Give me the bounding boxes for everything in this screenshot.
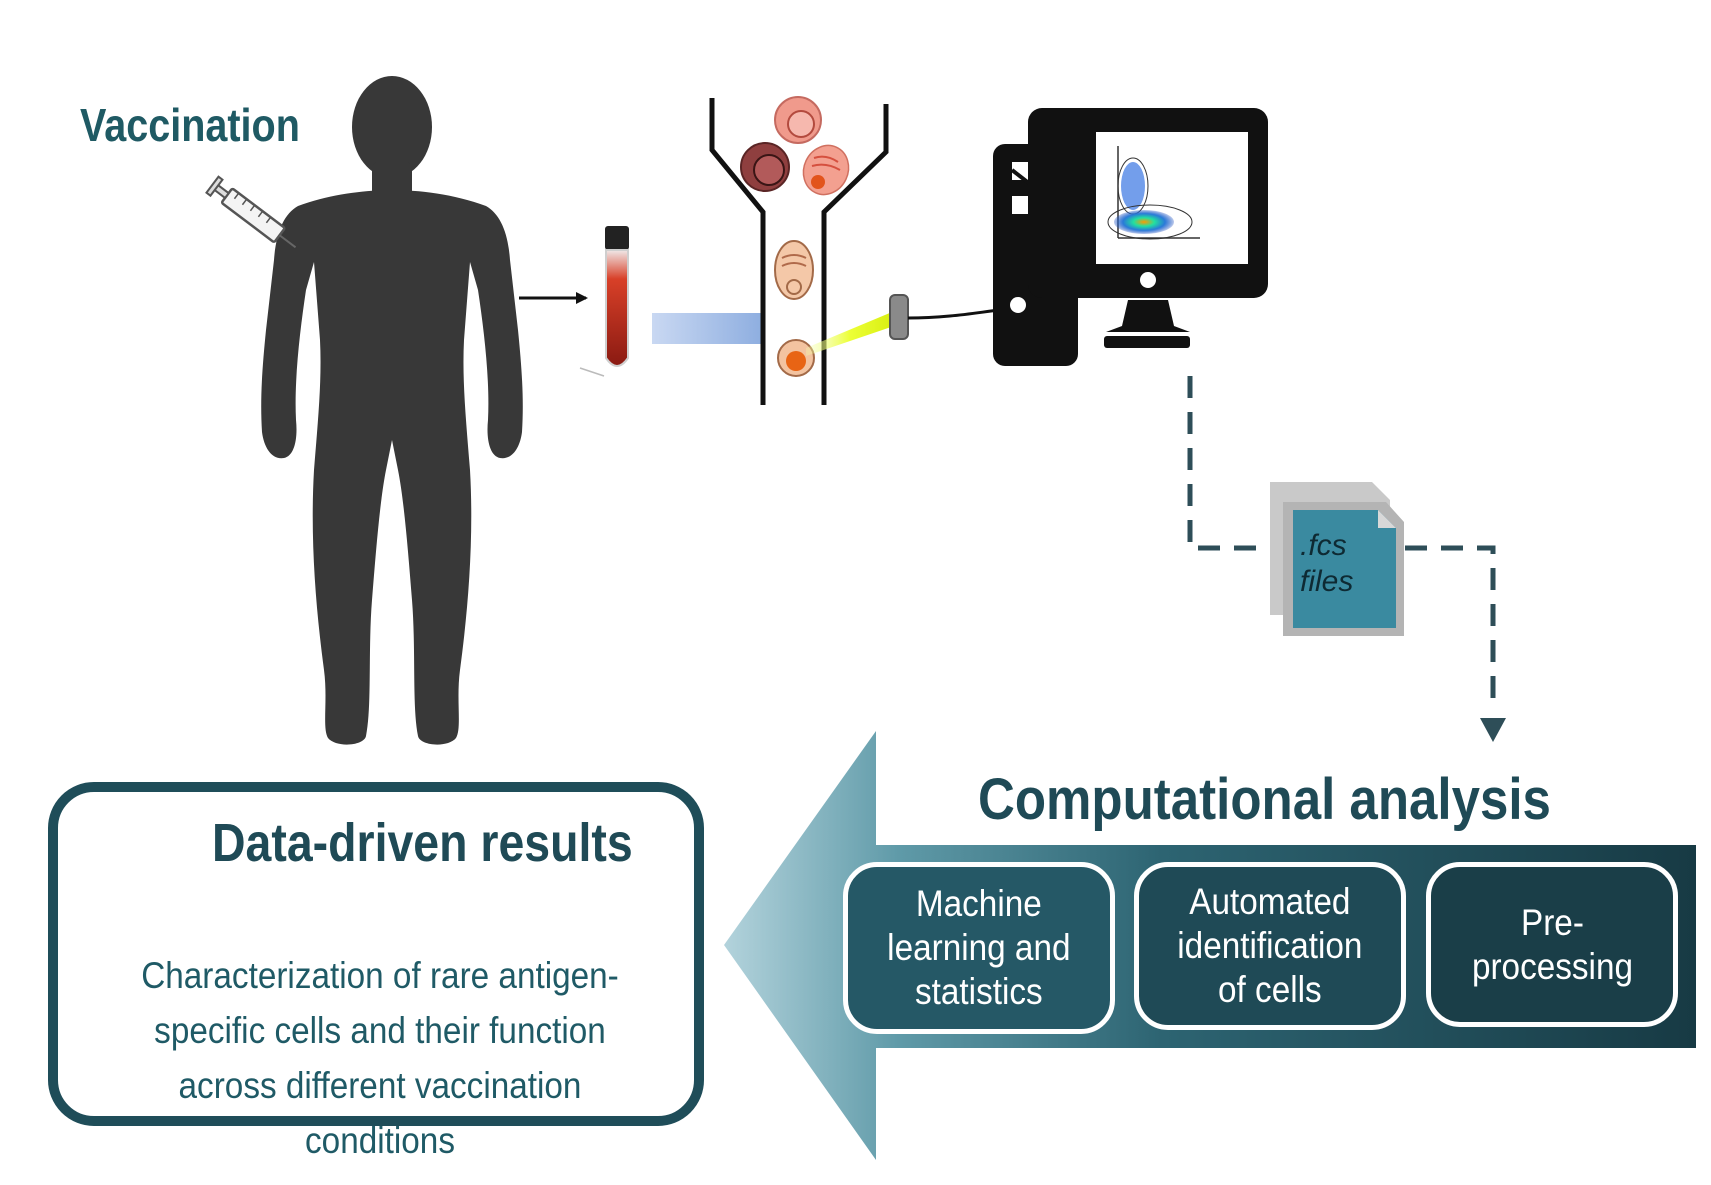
detector-icon <box>889 294 1001 340</box>
step-label: Machine learning and statistics <box>887 883 1071 1012</box>
scatter-plot-thumbnail <box>1107 146 1200 240</box>
step-label: Pre- processing <box>1471 901 1633 987</box>
results-description: Characterization of rare antigen-specifi… <box>141 955 619 1161</box>
fcs-file-icon <box>1270 482 1404 636</box>
light-beam <box>652 313 762 344</box>
step-machine-learning: Machine learning and statistics <box>843 862 1115 1034</box>
step-preprocessing: Pre- processing <box>1426 862 1678 1027</box>
results-title: Data-driven results <box>212 813 633 873</box>
flow-channel-icon <box>709 98 889 405</box>
human-silhouette-icon <box>261 76 523 745</box>
dashed-connector-down <box>1187 376 1270 551</box>
fcs-files-label: .fcs files <box>1300 529 1354 598</box>
computer-icon <box>993 108 1268 366</box>
blood-tube-icon <box>579 226 629 377</box>
computational-analysis-title: Computational analysis <box>978 767 1551 832</box>
cells-icon <box>740 96 850 377</box>
dashed-connector-right <box>1405 545 1496 710</box>
step-automated-identification: Automated identification of cells <box>1134 862 1406 1030</box>
syringe-icon <box>205 175 297 249</box>
vaccination-label: Vaccination <box>80 99 300 151</box>
step-label: Automated identification of cells <box>1177 881 1363 1010</box>
laser-beam <box>806 312 894 356</box>
arrow-to-analysis <box>1480 718 1506 742</box>
results-box <box>48 782 704 1126</box>
